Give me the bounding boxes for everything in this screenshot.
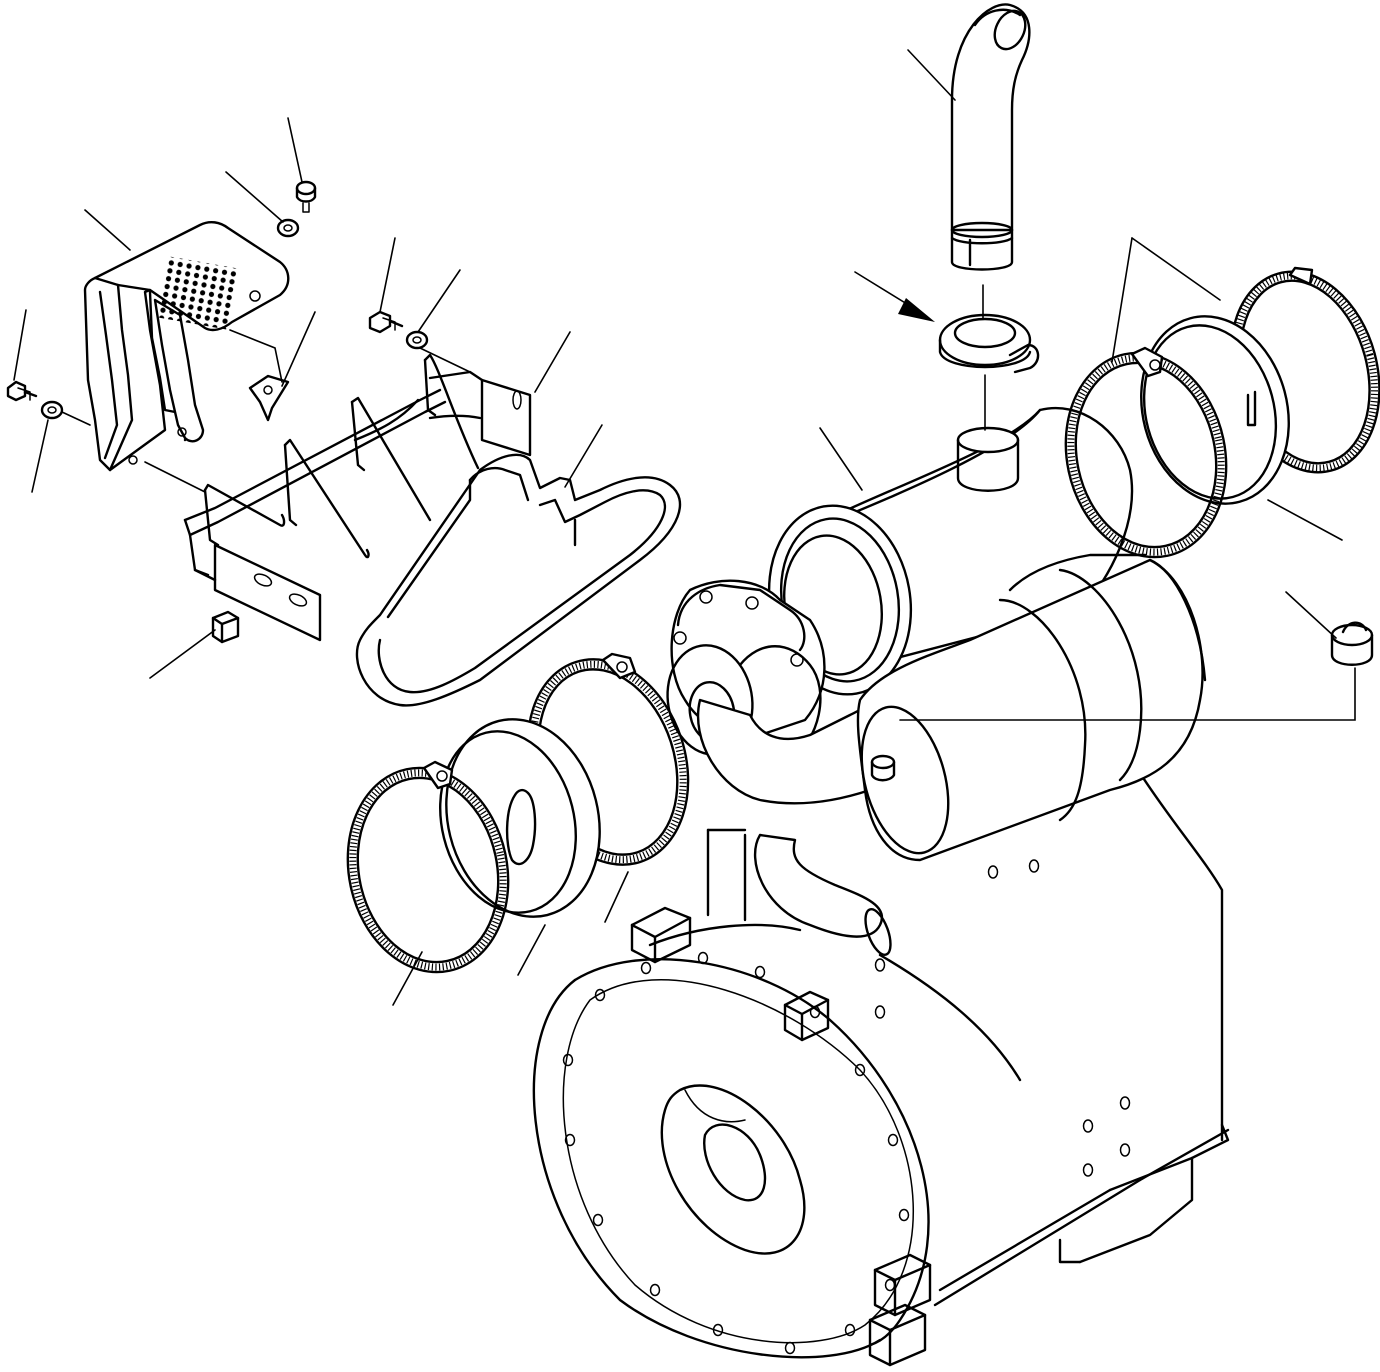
intake-elbow-pipe	[753, 833, 892, 957]
engine-block	[532, 768, 1230, 1367]
tailpipe-clamp	[938, 313, 1040, 374]
muffler-body	[666, 406, 1207, 862]
left-clamp-set	[346, 652, 690, 974]
muffler-inlet-stub	[956, 426, 1020, 492]
heat-shield-cover	[83, 220, 290, 472]
housing-bolt-holes	[562, 951, 910, 1355]
side-holes	[874, 859, 1131, 1177]
right-clamp-set	[1064, 266, 1380, 559]
leader-lines	[13, 49, 1356, 1006]
small-cap-part	[1330, 621, 1374, 666]
tailpipe	[950, 3, 1031, 271]
mounting-wire-frame	[183, 353, 532, 642]
heat-shield-gasket	[355, 453, 682, 707]
fasteners	[6, 180, 429, 644]
